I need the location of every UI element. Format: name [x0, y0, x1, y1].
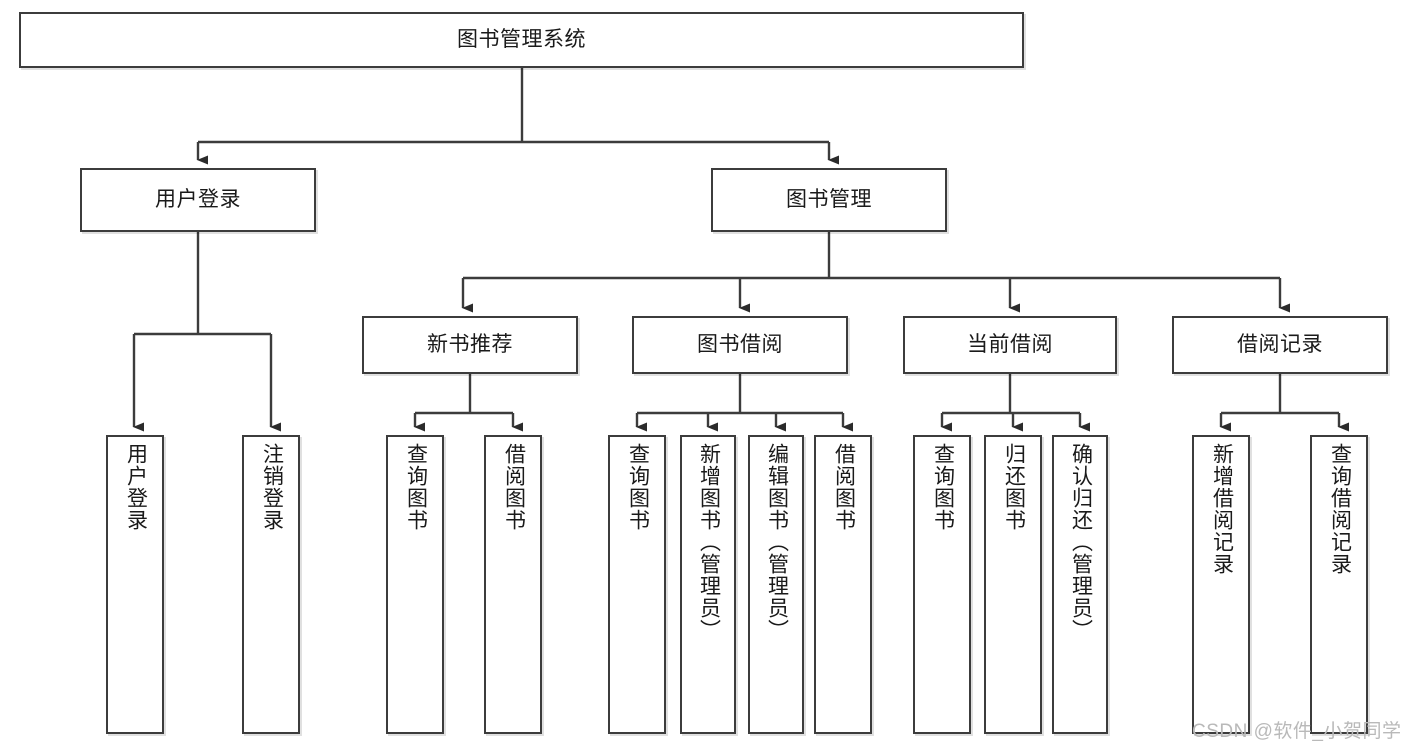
- node-leaf-confirm-return[interactable]: 确认归还（管理员）: [1052, 435, 1108, 734]
- node-leaf-return-book-label: 归还图书: [1002, 443, 1026, 531]
- node-new-book-recommend[interactable]: 新书推荐: [362, 316, 578, 374]
- node-book-manage[interactable]: 图书管理: [711, 168, 947, 232]
- node-leaf-add-book[interactable]: 新增图书（管理员）: [680, 435, 736, 734]
- node-leaf-add-book-label: 新增图书（管理员）: [697, 443, 721, 641]
- node-leaf-borrow-book-1[interactable]: 借阅图书: [484, 435, 542, 734]
- node-leaf-logout-login-label: 注销登录: [260, 443, 284, 531]
- node-leaf-edit-book-label: 编辑图书（管理员）: [765, 443, 789, 641]
- node-leaf-query-book-3-label: 查询图书: [931, 443, 955, 531]
- node-leaf-confirm-return-label: 确认归还（管理员）: [1069, 443, 1093, 641]
- node-borrow-record[interactable]: 借阅记录: [1172, 316, 1388, 374]
- node-leaf-add-borrow-record[interactable]: 新增借阅记录: [1192, 435, 1250, 734]
- csdn-watermark: CSDN @软件_小贺同学: [1192, 721, 1402, 742]
- node-current-borrow[interactable]: 当前借阅: [903, 316, 1117, 374]
- node-leaf-borrow-book-2[interactable]: 借阅图书: [814, 435, 872, 734]
- node-leaf-query-borrow-record-label: 查询借阅记录: [1328, 443, 1352, 575]
- node-borrow-record-label: 借阅记录: [1237, 332, 1323, 356]
- node-leaf-query-borrow-record[interactable]: 查询借阅记录: [1310, 435, 1368, 734]
- node-root-label: 图书管理系统: [457, 27, 586, 51]
- node-leaf-edit-book[interactable]: 编辑图书（管理员）: [748, 435, 804, 734]
- node-leaf-logout-login[interactable]: 注销登录: [242, 435, 300, 734]
- node-leaf-user-login-label: 用户登录: [124, 443, 148, 531]
- node-book-borrow-label: 图书借阅: [697, 332, 783, 356]
- node-leaf-return-book[interactable]: 归还图书: [984, 435, 1042, 734]
- node-leaf-query-book-3[interactable]: 查询图书: [913, 435, 971, 734]
- node-leaf-query-book-2[interactable]: 查询图书: [608, 435, 666, 734]
- node-user-login-label: 用户登录: [155, 187, 241, 211]
- node-user-login[interactable]: 用户登录: [80, 168, 316, 232]
- node-leaf-borrow-book-2-label: 借阅图书: [832, 443, 856, 531]
- node-current-borrow-label: 当前借阅: [967, 332, 1053, 356]
- node-book-manage-label: 图书管理: [786, 187, 872, 211]
- node-leaf-query-book-1-label: 查询图书: [404, 443, 428, 531]
- node-leaf-query-book-1[interactable]: 查询图书: [386, 435, 444, 734]
- node-leaf-add-borrow-record-label: 新增借阅记录: [1210, 443, 1234, 575]
- node-leaf-user-login[interactable]: 用户登录: [106, 435, 164, 734]
- node-leaf-query-book-2-label: 查询图书: [626, 443, 650, 531]
- node-book-borrow[interactable]: 图书借阅: [632, 316, 848, 374]
- node-leaf-borrow-book-1-label: 借阅图书: [502, 443, 526, 531]
- node-new-book-recommend-label: 新书推荐: [427, 332, 513, 356]
- node-root[interactable]: 图书管理系统: [19, 12, 1024, 68]
